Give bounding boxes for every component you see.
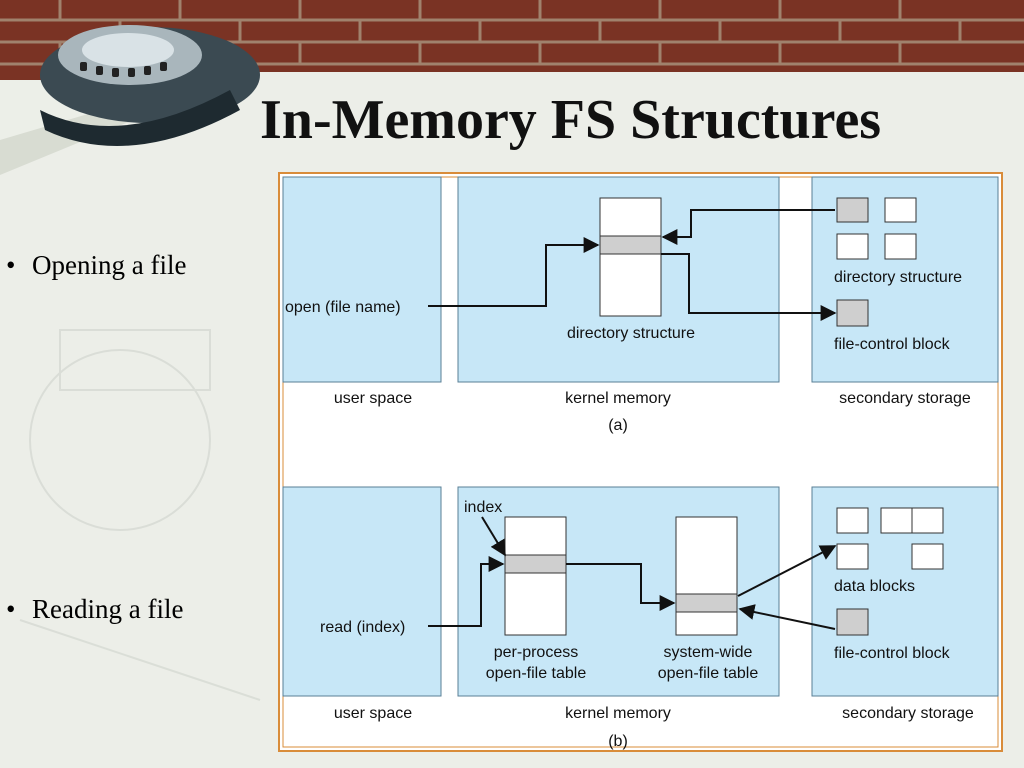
fcb-label-a: file-control block [834,336,951,353]
data-block [880,507,913,534]
kernel-memory-label-b: kernel memory [565,705,671,722]
arrow-read-to-per-process [428,556,505,627]
diagram-part-a: open (file name) directory structure dir… [282,176,999,434]
system-wide-label-line2: open-file table [658,665,759,682]
directory-entry-highlight [599,235,662,255]
arrow-directory-to-fcb [661,253,837,321]
bullet-opening-file: • Opening a file [6,250,186,281]
per-process-entry-highlight [504,554,567,574]
system-wide-entry-highlight [675,593,738,613]
file-control-block-b [836,608,869,636]
kernel-memory-label-a: kernel memory [565,390,671,407]
per-process-open-file-table [504,516,567,636]
slide-title: In-Memory FS Structures [260,89,882,151]
storage-directory-block [884,233,917,260]
fs-structures-diagram: open (file name) directory structure dir… [278,172,1003,752]
bullet-reading-file: • Reading a file [6,594,183,625]
bullet-label: Opening a file [32,250,187,280]
user-space-region-b [282,486,442,697]
storage-directory-block [836,233,869,260]
index-label: index [464,499,502,516]
fcb-label-b: file-control block [834,645,951,662]
system-wide-label-line1: system-wide [664,644,753,661]
arrow-storage-to-directory [661,209,835,245]
data-block [836,543,869,570]
storage-directory-block-gray [836,197,869,223]
system-wide-open-file-table [675,516,738,636]
arrow-per-process-to-system-wide [566,563,676,611]
storage-directory-label: directory structure [834,269,962,286]
caption-a: (a) [608,417,628,434]
arrow-open-to-directory [428,237,600,307]
kernel-directory-label: directory structure [567,325,695,342]
bullet-label: Reading a file [32,594,184,624]
blueprint-sketch [19,329,261,701]
kernel-directory-table [599,197,662,317]
user-space-label-b: user space [334,705,412,722]
data-block [836,507,869,534]
per-process-label-line2: open-file table [486,665,587,682]
user-space-region-a [282,176,442,383]
file-control-block-a [836,299,869,327]
data-block [911,543,944,570]
per-process-label-line1: per-process [494,644,578,661]
secondary-storage-label-a: secondary storage [839,390,971,407]
storage-directory-block [884,197,917,223]
arrow-system-wide-to-data-blocks [737,545,837,597]
data-blocks-label: data blocks [834,578,915,595]
caption-b: (b) [608,733,628,750]
open-call-label: open (file name) [285,299,401,316]
bullet-dot: • [6,250,16,280]
arrow-fcb-to-system-wide [738,604,836,630]
bullet-dot: • [6,594,16,624]
arrow-index-pointer [481,516,506,557]
desk-lamp [40,25,260,146]
diagram-part-b: index read (index) per-process open-file… [282,486,999,750]
secondary-storage-label-b: secondary storage [842,705,974,722]
user-space-label-a: user space [334,390,412,407]
read-call-label: read (index) [320,619,405,636]
data-block [911,507,944,534]
